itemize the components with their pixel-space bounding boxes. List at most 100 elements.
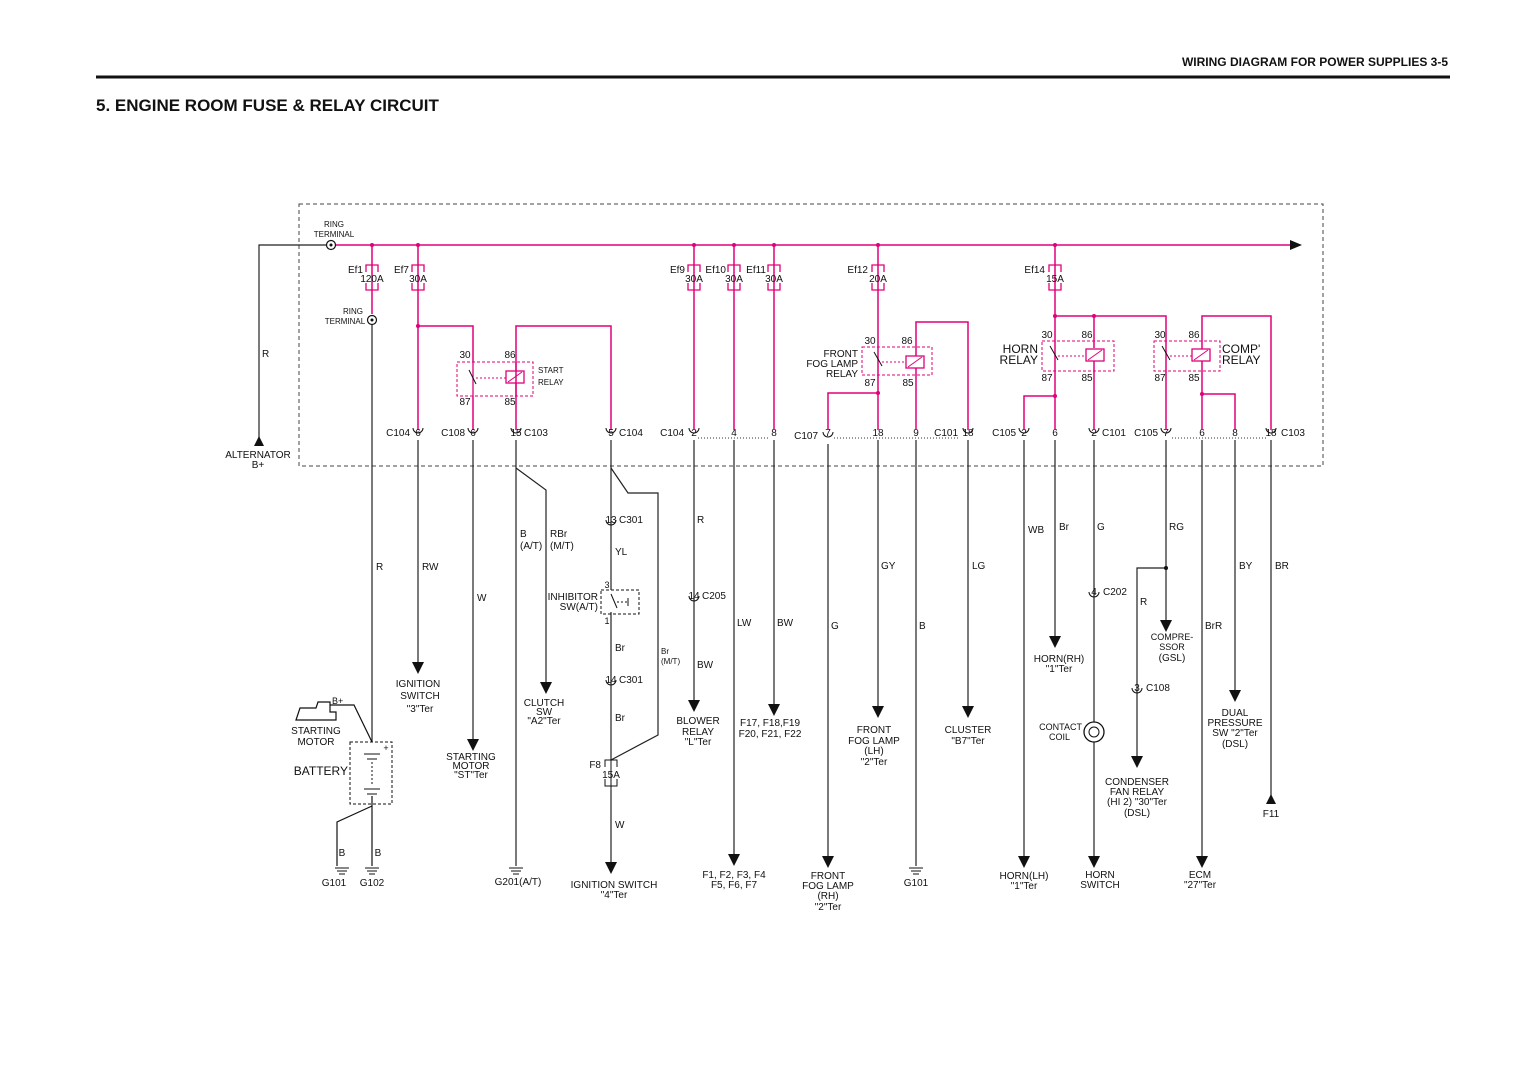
svg-text:"L"Ter: "L"Ter <box>685 737 712 748</box>
fuse-ef12: Ef12 20A <box>847 245 887 291</box>
svg-text:C101: C101 <box>1102 428 1126 439</box>
svg-text:C103: C103 <box>1281 428 1305 439</box>
svg-text:Ef10: Ef10 <box>705 265 726 276</box>
svg-text:LG: LG <box>972 561 986 572</box>
svg-text:86: 86 <box>1188 330 1200 341</box>
svg-text:30A: 30A <box>765 274 783 285</box>
destination-labels: IGNITION SWITCH "3"Ter STARTING MOTOR "S… <box>322 632 1280 913</box>
fuse-box-boundary <box>298 203 1324 467</box>
svg-text:SW "2"Ter: SW "2"Ter <box>1212 728 1258 739</box>
svg-text:(M/T): (M/T) <box>550 541 574 552</box>
fog-lamp-relay: 30 86 87 85 FRONT FOG LAMP RELAY <box>806 290 969 430</box>
fuse-ef10: Ef10 30A <box>705 245 743 291</box>
bus-arrow <box>1290 240 1302 250</box>
svg-text:85: 85 <box>1081 373 1093 384</box>
svg-text:FRONT: FRONT <box>857 725 891 736</box>
svg-text:START: START <box>538 366 564 375</box>
svg-text:C205: C205 <box>702 591 726 602</box>
svg-text:G102: G102 <box>360 878 385 889</box>
svg-text:(LH): (LH) <box>864 746 883 757</box>
svg-text:2: 2 <box>1021 428 1027 439</box>
horn-relay: 30 86 87 85 HORN RELAY <box>1000 290 1167 430</box>
svg-text:+: + <box>383 743 388 753</box>
svg-text:"2"Ter: "2"Ter <box>861 757 888 768</box>
svg-text:SSOR: SSOR <box>1159 642 1185 652</box>
svg-text:(DSL): (DSL) <box>1222 739 1248 750</box>
svg-text:18: 18 <box>872 428 884 439</box>
svg-text:6: 6 <box>1052 428 1058 439</box>
svg-text:13: 13 <box>605 515 617 526</box>
svg-text:"27"Ter: "27"Ter <box>1184 880 1217 891</box>
svg-text:TERMINAL: TERMINAL <box>325 317 366 326</box>
svg-text:Br: Br <box>615 643 626 654</box>
svg-text:FRONT: FRONT <box>811 871 845 882</box>
svg-text:B: B <box>375 848 382 859</box>
svg-text:RELAY: RELAY <box>538 378 564 387</box>
fuse-ef9: Ef9 30A <box>670 245 703 291</box>
svg-text:W: W <box>615 820 625 831</box>
svg-text:7: 7 <box>1163 428 1169 439</box>
svg-text:Ef14: Ef14 <box>1024 265 1045 276</box>
svg-text:"1"Ter: "1"Ter <box>1046 664 1073 675</box>
svg-text:30A: 30A <box>685 274 703 285</box>
svg-text:30: 30 <box>1041 330 1053 341</box>
svg-text:C108: C108 <box>441 428 465 439</box>
svg-text:C301: C301 <box>619 515 643 526</box>
svg-text:R: R <box>1140 597 1147 608</box>
svg-text:30: 30 <box>459 350 471 361</box>
svg-text:RG: RG <box>1169 522 1184 533</box>
svg-text:COIL: COIL <box>1049 732 1070 742</box>
svg-text:HORN: HORN <box>1003 342 1038 356</box>
inline-connectors <box>605 519 1143 694</box>
svg-text:DUAL: DUAL <box>1222 708 1249 719</box>
svg-text:BLOWER: BLOWER <box>676 716 719 727</box>
svg-text:87: 87 <box>864 378 876 389</box>
svg-text:BrR: BrR <box>1205 621 1222 632</box>
svg-text:20A: 20A <box>869 274 887 285</box>
svg-text:85: 85 <box>1188 373 1200 384</box>
alternator-label: ALTERNATOR <box>225 450 291 461</box>
svg-text:4: 4 <box>1091 587 1097 598</box>
svg-text:"1"Ter: "1"Ter <box>1011 881 1038 892</box>
svg-text:Br: Br <box>1059 522 1070 533</box>
svg-text:2: 2 <box>691 428 697 439</box>
svg-text:Br: Br <box>615 713 626 724</box>
svg-text:LW: LW <box>737 618 752 629</box>
svg-text:W: W <box>477 593 487 604</box>
svg-text:18: 18 <box>1265 428 1277 439</box>
svg-text:MOTOR: MOTOR <box>297 737 334 748</box>
svg-text:6: 6 <box>470 428 476 439</box>
svg-text:F1, F2, F3, F4: F1, F2, F3, F4 <box>702 870 766 881</box>
svg-text:C107: C107 <box>794 431 818 442</box>
battery-label: BATTERY <box>294 764 348 778</box>
svg-text:YL: YL <box>615 547 628 558</box>
svg-text:C105: C105 <box>1134 428 1158 439</box>
svg-text:"A2"Ter: "A2"Ter <box>527 716 561 727</box>
svg-text:2: 2 <box>1091 428 1097 439</box>
svg-text:"ST"Ter: "ST"Ter <box>454 770 488 781</box>
wire-label-r-main: R <box>262 349 269 360</box>
svg-text:COMP': COMP' <box>1222 342 1260 356</box>
svg-text:C104: C104 <box>660 428 684 439</box>
fuse-ef7: Ef7 30A <box>394 245 427 291</box>
svg-text:CONTACT: CONTACT <box>1039 722 1082 732</box>
svg-text:BW: BW <box>777 618 794 629</box>
svg-text:B: B <box>520 529 527 540</box>
svg-text:86: 86 <box>901 336 913 347</box>
svg-text:Ef7: Ef7 <box>394 265 409 276</box>
svg-text:G101: G101 <box>322 878 347 889</box>
svg-text:(RH): (RH) <box>817 891 838 902</box>
ground-symbols <box>335 867 923 875</box>
svg-text:C105: C105 <box>992 428 1016 439</box>
svg-text:WB: WB <box>1028 525 1044 536</box>
svg-text:(A/T): (A/T) <box>520 541 542 552</box>
svg-text:F5, F6, F7: F5, F6, F7 <box>711 880 758 891</box>
svg-text:30: 30 <box>1154 330 1166 341</box>
svg-text:8: 8 <box>1232 428 1238 439</box>
svg-text:Ef9: Ef9 <box>670 265 685 276</box>
svg-text:COMPRE-: COMPRE- <box>1151 632 1194 642</box>
svg-text:SWITCH: SWITCH <box>1080 880 1119 891</box>
svg-text:RELAY: RELAY <box>1222 353 1260 367</box>
f11-arrow <box>1266 794 1276 804</box>
wire-label-r-battery: R <box>376 562 383 573</box>
